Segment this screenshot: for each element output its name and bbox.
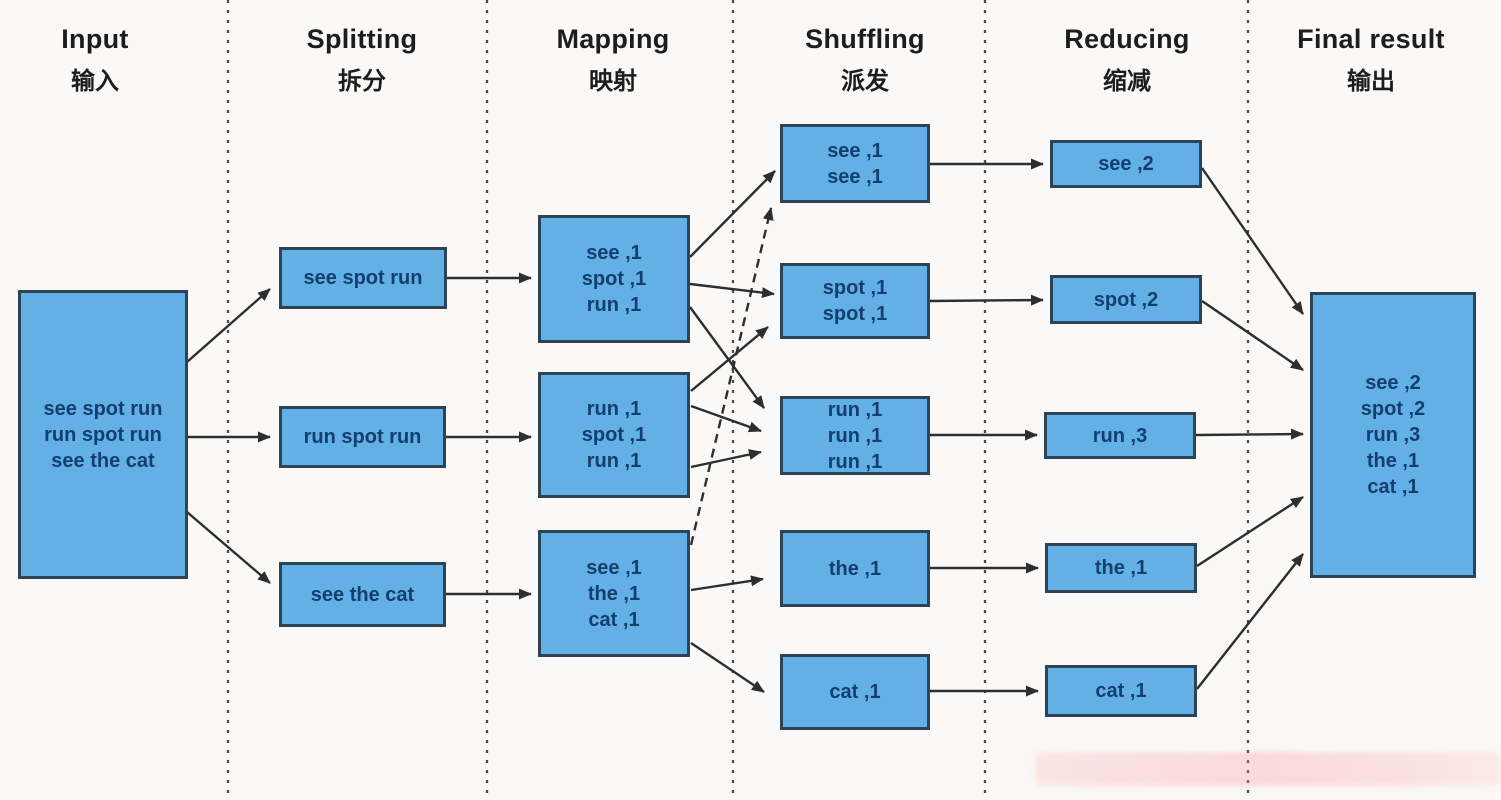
column-title-zh: 输出 xyxy=(1347,68,1395,95)
box-line: run ,1 xyxy=(827,424,883,447)
arrow-map3-shuffle1 xyxy=(689,207,774,546)
shuffling-box-the: the ,1 xyxy=(780,530,930,607)
column-header-final-result: Final result 输出 xyxy=(1261,24,1481,96)
box-line: see spot run xyxy=(43,397,163,420)
input-box: see spot run run spot run see the cat xyxy=(18,290,188,579)
box-line: spot ,1 xyxy=(581,268,647,290)
arrow-map1-shuffle3 xyxy=(689,306,765,409)
shuffling-box-see: see ,1 see ,1 xyxy=(780,124,930,203)
box-line: run ,1 xyxy=(586,450,642,472)
box-line: the ,1 xyxy=(828,557,882,580)
reducing-box-cat: cat ,1 xyxy=(1045,665,1197,717)
shuffling-box-spot: spot ,1 spot ,1 xyxy=(780,263,930,339)
box-line: run ,3 xyxy=(1092,424,1148,447)
splitting-box-1: see spot run xyxy=(279,247,447,309)
column-header-mapping: Mapping 映射 xyxy=(503,24,723,96)
column-title-zh: 拆分 xyxy=(338,68,386,95)
column-header-shuffling: Shuffling 派发 xyxy=(755,24,975,96)
box-line: see ,1 xyxy=(586,556,642,579)
box-line: run ,3 xyxy=(1365,424,1421,446)
box-line: see the cat xyxy=(51,449,155,472)
mapping-box-3: see ,1 the ,1 cat ,1 xyxy=(538,530,690,657)
box-line: cat ,1 xyxy=(829,681,881,703)
column-title-zh: 缩减 xyxy=(1103,68,1151,95)
box-line: see ,2 xyxy=(1098,153,1154,175)
arrow-map2-shuffle2 xyxy=(690,326,769,392)
column-header-input: Input 输入 xyxy=(0,24,205,96)
arrow-map1-shuffle1 xyxy=(689,170,776,258)
box-line: cat ,1 xyxy=(1367,476,1419,498)
box-line: the ,1 xyxy=(1094,557,1148,579)
box-line: see ,1 xyxy=(827,165,883,188)
box-line: run spot run xyxy=(303,426,422,448)
box-line: cat ,1 xyxy=(588,608,640,631)
column-title-en: Shuffling xyxy=(805,24,925,54)
box-line: the ,1 xyxy=(1366,450,1420,472)
reducing-box-the: the ,1 xyxy=(1045,543,1197,593)
box-line: run spot run xyxy=(44,423,162,446)
column-header-reducing: Reducing 缩减 xyxy=(1017,24,1237,96)
box-line: spot ,2 xyxy=(1093,288,1159,311)
box-line: run ,1 xyxy=(827,398,883,421)
splitting-box-3: see the cat xyxy=(279,562,446,627)
splitting-box-2: run spot run xyxy=(279,406,446,468)
box-line: see ,1 xyxy=(586,242,642,264)
column-title-zh: 输入 xyxy=(71,68,119,95)
reducing-box-see: see ,2 xyxy=(1050,140,1202,188)
box-line: see ,1 xyxy=(827,139,883,162)
box-line: run ,1 xyxy=(827,450,883,473)
shuffling-box-cat: cat ,1 xyxy=(780,654,930,730)
arrow-input-split1 xyxy=(186,288,271,363)
mapping-box-2: run ,1 spot ,1 run ,1 xyxy=(538,372,690,498)
reducing-box-run: run ,3 xyxy=(1044,412,1196,459)
arrow-map2-shuffle3a xyxy=(690,404,762,433)
arrow-reduce5-final xyxy=(1196,553,1304,690)
watermark-smudge xyxy=(1035,752,1501,786)
box-line: cat ,1 xyxy=(1095,680,1147,702)
column-title-zh: 派发 xyxy=(841,68,889,95)
box-line: run ,1 xyxy=(586,398,642,420)
column-title-en: Input xyxy=(61,24,129,54)
box-line: the ,1 xyxy=(587,582,641,605)
arrow-map3-shuffle4 xyxy=(690,575,764,592)
column-header-splitting: Splitting 拆分 xyxy=(252,24,472,96)
shuffling-box-run: run ,1 run ,1 run ,1 xyxy=(780,396,930,475)
box-line: spot ,1 xyxy=(822,277,888,299)
box-line: run ,1 xyxy=(586,294,642,316)
arrow-reduce1-final xyxy=(1201,167,1304,315)
arrow-reduce4-final xyxy=(1196,495,1304,568)
column-title-en: Final result xyxy=(1297,24,1445,54)
final-result-box: see ,2 spot ,2 run ,3 the ,1 cat ,1 xyxy=(1310,292,1476,578)
column-title-en: Reducing xyxy=(1064,24,1190,54)
box-line: see spot run xyxy=(303,267,423,289)
reducing-box-spot: spot ,2 xyxy=(1050,275,1202,324)
arrow-input-split3 xyxy=(186,511,271,584)
box-line: spot ,1 xyxy=(581,424,647,446)
arrow-map2-shuffle3b xyxy=(690,449,762,469)
column-title-en: Splitting xyxy=(306,24,418,54)
box-line: spot ,2 xyxy=(1360,398,1426,420)
box-line: see the cat xyxy=(310,583,415,606)
mapping-box-1: see ,1 spot ,1 run ,1 xyxy=(538,215,690,343)
arrow-shuffle2-reduce2 xyxy=(929,294,1044,306)
arrow-reduce2-final xyxy=(1201,300,1304,371)
column-title-zh: 映射 xyxy=(589,68,637,95)
arrow-reduce3-final xyxy=(1195,428,1304,440)
box-line: spot ,1 xyxy=(822,303,888,325)
arrow-map3-shuffle5 xyxy=(690,642,765,693)
arrow-map1-shuffle2 xyxy=(689,282,775,299)
box-line: see ,2 xyxy=(1365,372,1421,394)
column-title-en: Mapping xyxy=(556,24,670,54)
